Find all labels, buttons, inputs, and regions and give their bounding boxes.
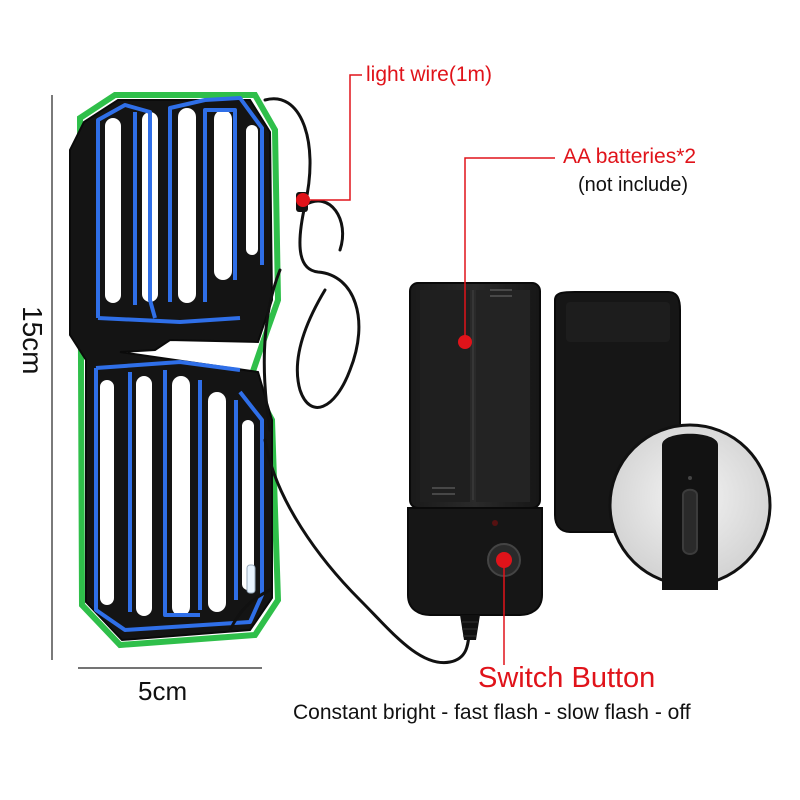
light-wire-callout-line xyxy=(303,74,362,201)
cable xyxy=(228,97,472,665)
switch-button-label: Switch Button xyxy=(478,662,656,694)
switch-zoom-inset xyxy=(608,423,772,590)
modes-label: Constant bright - fast flash - slow flas… xyxy=(293,701,691,724)
light-wire-label: light wire(1m) xyxy=(366,63,493,86)
battery-callout-dot xyxy=(458,335,472,349)
batteries-label: AA batteries*2 xyxy=(563,145,697,168)
battery-callout-line xyxy=(464,157,555,342)
width-dimension-label: 5cm xyxy=(138,676,188,706)
battery-box xyxy=(407,282,543,640)
height-dimension-label: 15cm xyxy=(17,306,48,375)
el-wire-glasses xyxy=(69,92,282,649)
switch-callout-dot xyxy=(496,552,512,568)
light-wire-callout-dot xyxy=(296,193,310,207)
not-include-label: (not include) xyxy=(578,174,689,196)
